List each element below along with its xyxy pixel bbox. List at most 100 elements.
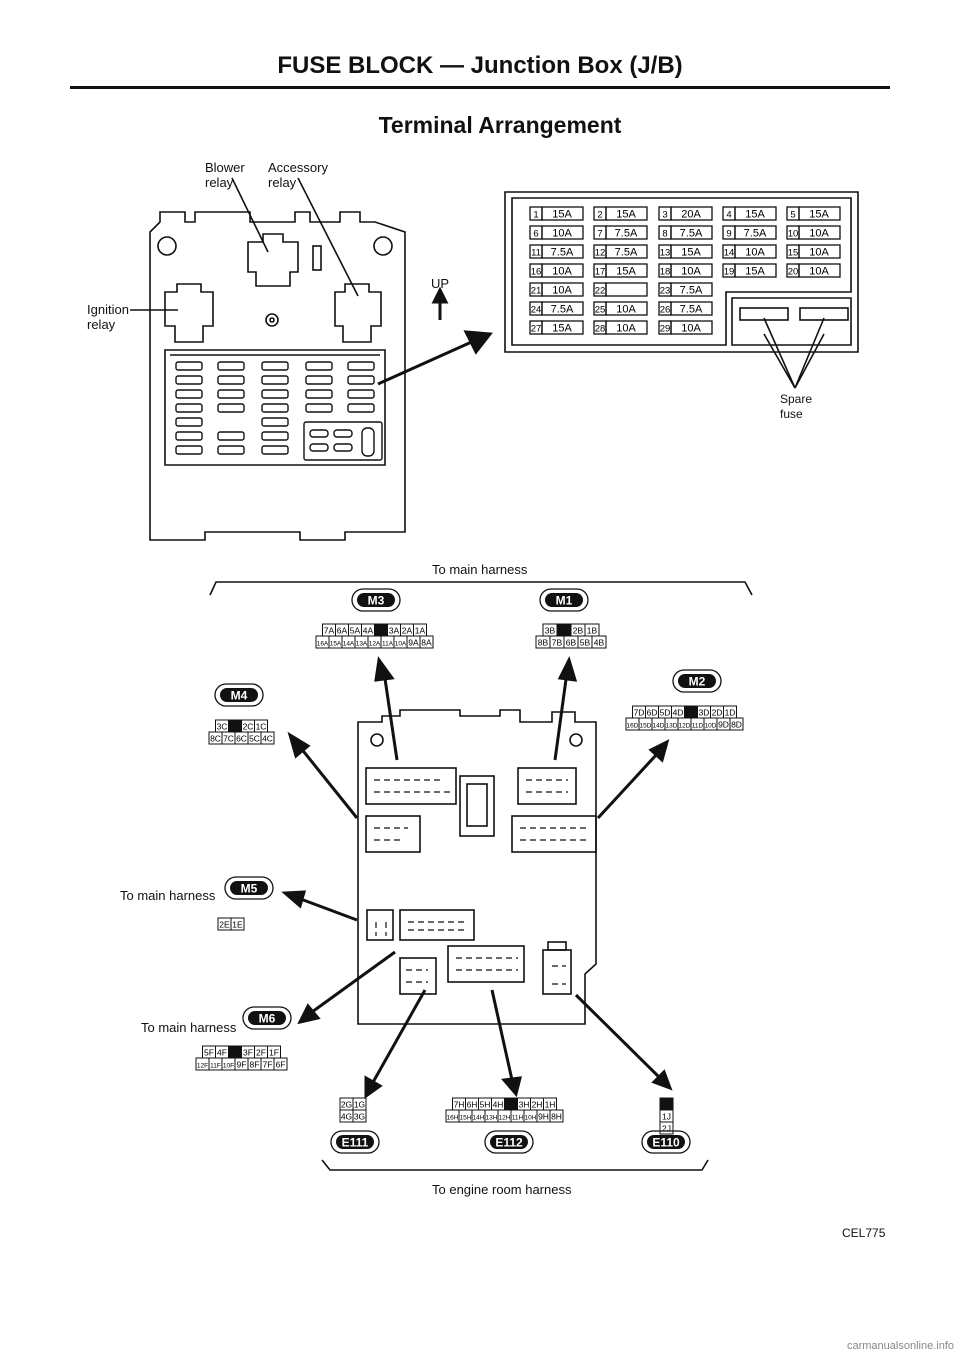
pin-label: 3B	[545, 626, 556, 636]
pin-label: 4C	[262, 734, 273, 744]
fuse-amperage: 10A	[616, 304, 636, 316]
pin-label: 4D	[673, 708, 684, 718]
pin-label: 4F	[217, 1048, 227, 1058]
fuse-amperage: 15A	[552, 209, 572, 221]
mounting-hole-left	[157, 236, 177, 256]
pin-label: 6F	[276, 1060, 286, 1070]
fuse-4: 4 15A	[722, 206, 777, 221]
page-title: FUSE BLOCK — Junction Box (J/B)	[277, 52, 683, 79]
fuse-amperage: 15A	[616, 209, 636, 221]
pin-label: 2E	[219, 920, 230, 930]
pin-label: 14D	[653, 723, 665, 730]
fuse-amperage: 10A	[809, 266, 829, 278]
pin-label: 14A	[343, 641, 355, 648]
fuse-amperage: 10A	[809, 228, 829, 240]
fuse-layout-panel	[504, 191, 859, 353]
pin-label: 12D	[679, 723, 691, 730]
fuse-amperage: 10A	[681, 266, 701, 278]
fuse-number: 12	[595, 248, 606, 259]
blower-relay	[247, 233, 299, 287]
pin-label: 2D	[712, 708, 723, 718]
pin-label: 9D	[718, 720, 729, 730]
connector-name: M6	[259, 1012, 276, 1026]
pin-label: 5A	[350, 626, 361, 636]
fuse-number: 20	[788, 267, 799, 278]
pin-label: 1G	[354, 1100, 365, 1110]
accessory-relay-label: Accessory relay	[268, 160, 328, 190]
connector-name: M1	[556, 594, 573, 608]
fuse-number: 8	[662, 229, 667, 240]
pin-label: 4G	[341, 1112, 352, 1122]
fuse-22: 22	[593, 282, 648, 297]
fuse-number: 5	[790, 210, 795, 221]
pin-label: 4H	[493, 1100, 504, 1110]
fuse-number: 29	[660, 324, 671, 335]
fuse-number: 18	[660, 267, 671, 278]
fuse-amperage: 15A	[745, 209, 765, 221]
pin-label: 7H	[454, 1100, 465, 1110]
fuse-number: 15	[788, 248, 799, 259]
fuse-amperage: 7.5A	[615, 247, 638, 259]
junction-box-outline	[357, 709, 597, 1025]
fuse-amperage: 7.5A	[680, 228, 703, 240]
pin-label: 6B	[566, 638, 577, 648]
pin-label: 9F	[237, 1060, 247, 1070]
fuse-number: 16	[531, 267, 542, 278]
pin-label: 9H	[538, 1112, 549, 1122]
pin-label: 8D	[731, 720, 742, 730]
pin-label: 11D	[692, 723, 704, 730]
fuse-amperage: 7.5A	[551, 304, 574, 316]
connector-name: E112	[495, 1136, 523, 1150]
fuse-number: 23	[660, 286, 671, 297]
small-fuse-slots	[175, 361, 383, 461]
mounting-hole-right	[373, 236, 393, 256]
fuse-number: 9	[726, 229, 731, 240]
pin-label: 11A	[382, 641, 394, 648]
fuse-number: 4	[726, 210, 731, 221]
pin-label: 12F	[197, 1063, 208, 1070]
connector-name: M4	[231, 689, 248, 703]
pin-label: 6D	[647, 708, 658, 718]
pin-label: 1E	[232, 920, 243, 930]
pin-label: 13H	[486, 1115, 498, 1122]
pin-label: 4B	[594, 638, 605, 648]
fuse-number: 26	[660, 305, 671, 316]
pin-label: 16A	[317, 641, 329, 648]
ignition-relay	[164, 283, 214, 343]
pin-label: 7D	[634, 708, 645, 718]
fuse-20: 20 10A	[786, 263, 841, 278]
to-engine-room-harness-label: To engine room harness	[432, 1182, 572, 1197]
blower-relay-label: Blower relay	[205, 160, 245, 190]
to-main-harness-m5-label: To main harness	[120, 888, 216, 903]
fuse-number: 21	[531, 286, 542, 297]
pin-label: 1J	[662, 1112, 671, 1122]
pin-label: 5B	[580, 638, 591, 648]
fuse-amperage: 10A	[809, 247, 829, 259]
pin-label: 1A	[415, 626, 426, 636]
connector-name: M3	[368, 594, 385, 608]
pin-label: 8C	[210, 734, 221, 744]
pin-label: 3H	[519, 1100, 530, 1110]
pin-label: 11H	[512, 1115, 524, 1122]
pin-label: 9A	[408, 638, 419, 648]
fuse-amperage: 15A	[552, 323, 572, 335]
pin-label: 10H	[525, 1115, 537, 1122]
